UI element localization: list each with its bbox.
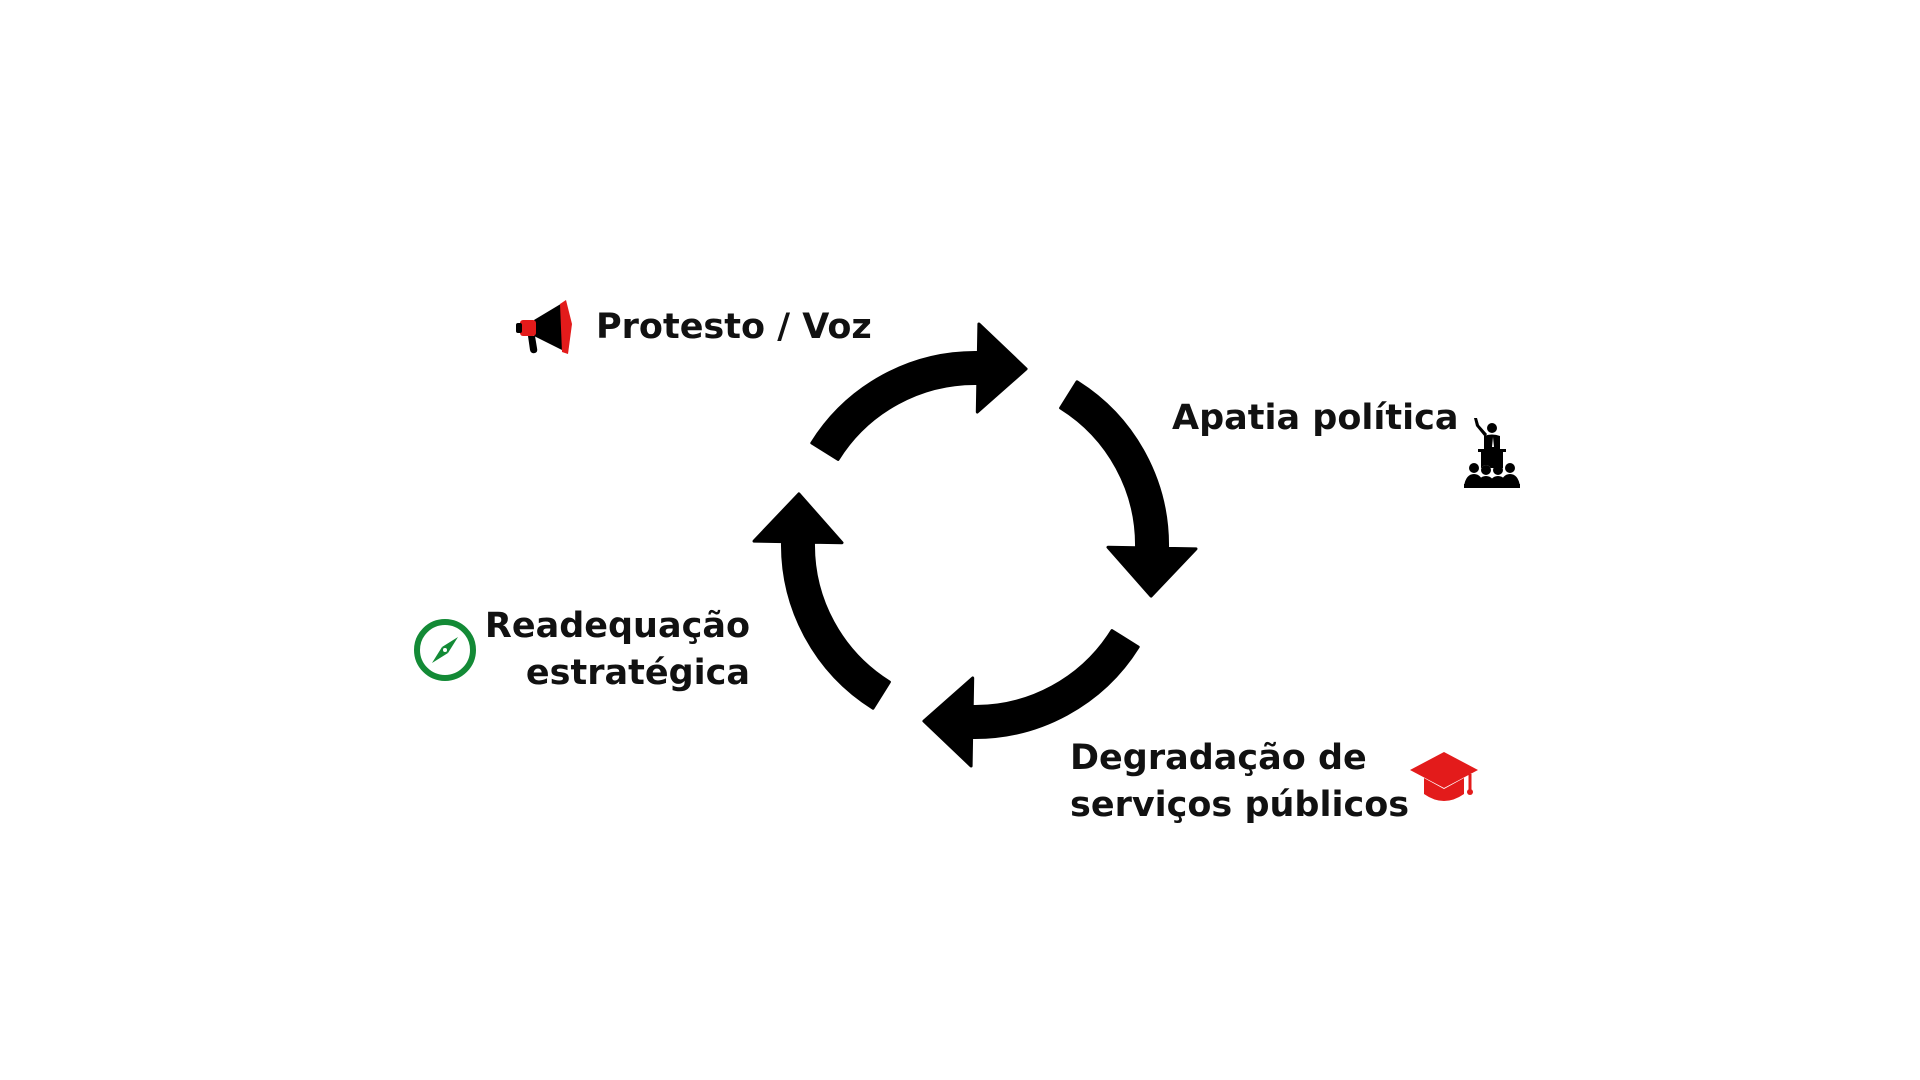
stage-label-apathy: Apatia política [1172, 398, 1459, 438]
stage-label-protest: Protesto / Voz [596, 307, 872, 347]
arrow-readjustment-to-protest [752, 492, 891, 710]
graduation-cap-icon [1408, 748, 1480, 810]
speaker-podium-audience-icon [1462, 416, 1522, 488]
arrow-apathy-to-degradation [1059, 380, 1198, 598]
stage-label-degradation: Degradação de serviços públicos [1070, 738, 1410, 825]
arrow-protest-to-apathy [810, 322, 1028, 461]
megaphone-icon [514, 296, 576, 358]
stage-label-readjustment: Readequação estratégica [484, 606, 750, 693]
compass-icon [412, 617, 478, 683]
arrow-degradation-to-readjustment [922, 629, 1140, 768]
